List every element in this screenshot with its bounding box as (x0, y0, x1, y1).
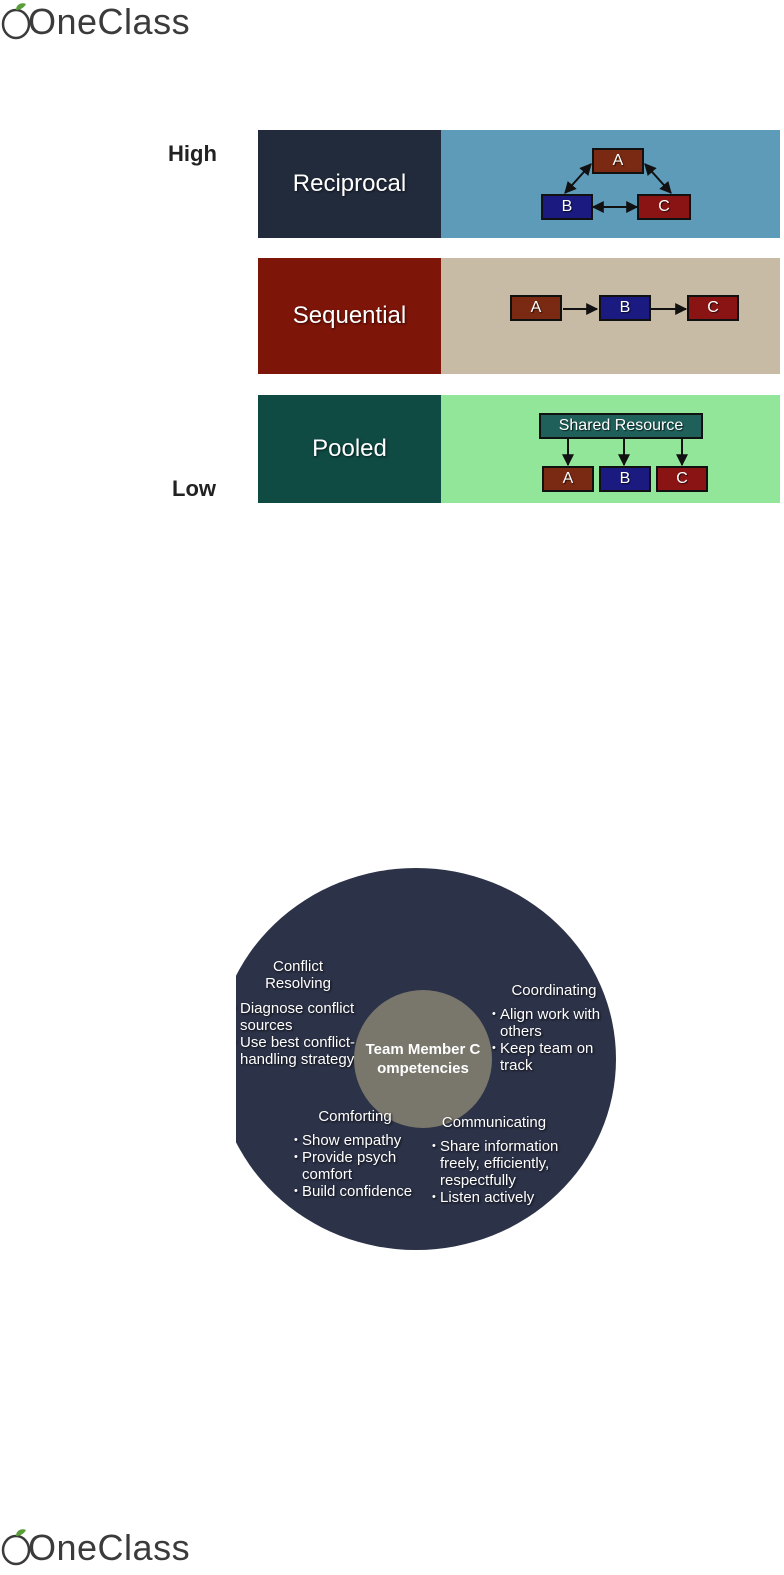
shared-resource-node: Shared Resource (539, 413, 703, 439)
list-item: Keep team on track (492, 1040, 620, 1074)
oneclass-logo: OneClass (0, 2, 190, 42)
node-a: A (510, 295, 562, 321)
conflict-resolving-title: Conflict Resolving (265, 958, 331, 992)
node-b: B (541, 194, 593, 220)
communicating-list: Share information freely, efficiently, r… (432, 1138, 568, 1206)
list-item: Diagnose conflict sources (236, 1000, 362, 1034)
node-c: C (637, 194, 691, 220)
competencies-diagram: Conflict Resolving Diagnose conflict sou… (236, 866, 620, 1250)
comforting-title: Comforting (318, 1108, 392, 1125)
node-a: A (542, 466, 594, 492)
communicating-title: Communicating (441, 1114, 547, 1131)
list-item: Listen actively (432, 1189, 568, 1206)
oneclass-logo-footer: OneClass (0, 1528, 190, 1568)
reciprocal-label: Reciprocal (258, 130, 441, 238)
leaf-o-icon (1, 3, 31, 40)
list-item: Build confidence (294, 1183, 414, 1200)
sequential-arrows (563, 303, 688, 315)
list-item: Share information freely, efficiently, r… (432, 1138, 568, 1189)
node-c: C (656, 466, 708, 492)
center-label: Team Member Competencies (365, 1041, 481, 1077)
logo-text: OneClass (28, 1, 191, 42)
node-b: B (599, 466, 651, 492)
reciprocal-arrows (564, 163, 672, 213)
sequential-label: Sequential (258, 258, 441, 374)
pooled-panel: Shared Resource A B C (441, 395, 780, 503)
list-item: Use best conflict-handling strategy (236, 1034, 362, 1068)
pooled-arrows (562, 439, 688, 467)
logo-text: OneClass (28, 1527, 191, 1568)
level-high-label: High (168, 141, 217, 166)
pooled-label: Pooled (258, 395, 441, 503)
coordinating-title: Coordinating (511, 982, 597, 999)
list-item: Show empathy (294, 1132, 414, 1149)
comforting-list: Show empathy Provide psych comfort Build… (294, 1132, 414, 1200)
conflict-resolving-list: Diagnose conflict sources Use best confl… (236, 1000, 362, 1068)
node-c: C (687, 295, 739, 321)
list-item: Align work with others (492, 1006, 620, 1040)
reciprocal-panel: A B C (441, 130, 780, 238)
list-item: Provide psych comfort (294, 1149, 414, 1183)
level-low-label: Low (172, 476, 216, 501)
coordinating-list: Align work with others Keep team on trac… (492, 1006, 620, 1074)
sequential-row: Sequential A B C (258, 258, 780, 374)
pooled-row: Pooled Shared Resource A B C (258, 395, 780, 503)
center-circle: Team Member Competencies (354, 990, 492, 1128)
node-a: A (592, 148, 644, 174)
sequential-panel: A B C (441, 258, 780, 374)
reciprocal-row: Reciprocal A B C (258, 130, 780, 238)
node-b: B (599, 295, 651, 321)
leaf-o-icon (1, 1529, 31, 1566)
